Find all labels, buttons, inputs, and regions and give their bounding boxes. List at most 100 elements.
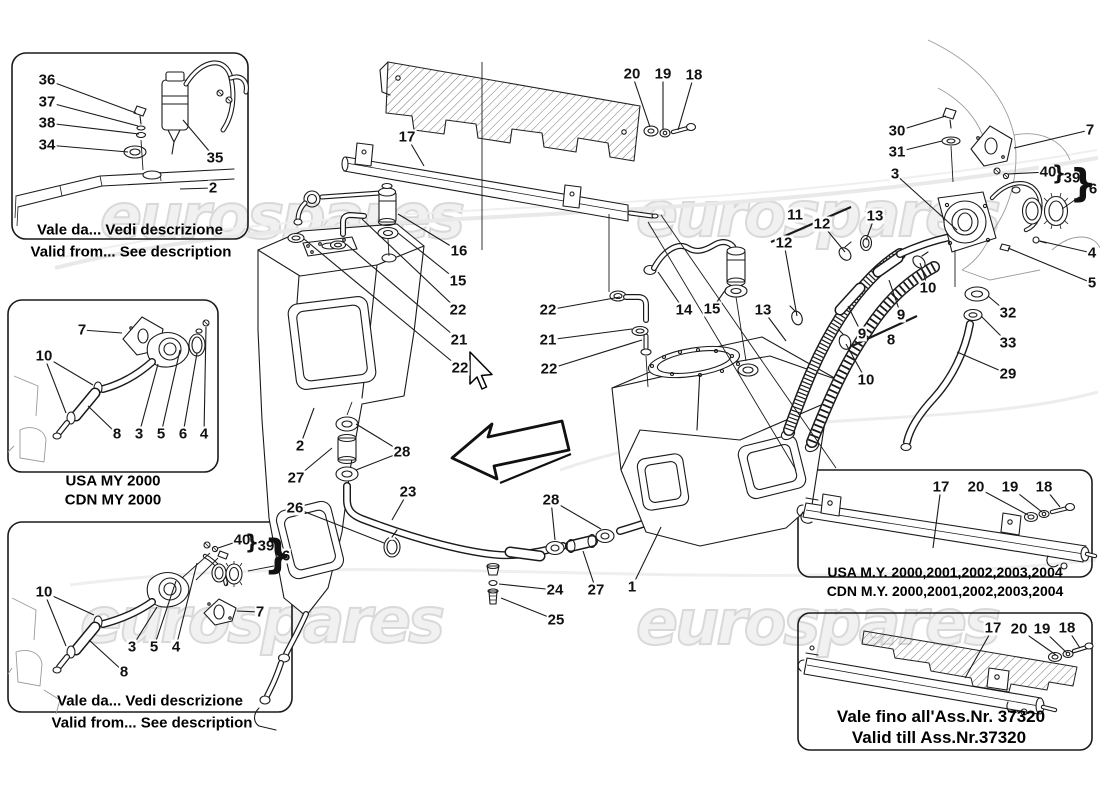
leader-line	[195, 557, 219, 581]
leader-line	[677, 74, 695, 131]
expansion-tank-drawing	[14, 60, 249, 227]
callout-31: 31	[887, 143, 907, 161]
leader-line	[1007, 247, 1093, 284]
callout-3: 3	[889, 165, 901, 183]
vent-tube-and-valve-drawing	[643, 239, 748, 298]
mouse-cursor	[469, 351, 493, 390]
leader-line	[548, 339, 643, 370]
callout-6: 6	[1087, 180, 1099, 198]
callout-40: 40	[232, 531, 252, 549]
callout-15: 15	[702, 300, 722, 318]
filler-neck-body-drawing	[900, 39, 1100, 452]
callout-6: 6	[280, 547, 292, 565]
leader-line	[46, 144, 129, 153]
heat-shield-drawing	[379, 61, 641, 162]
callout-28: 28	[392, 443, 412, 461]
tank-mount-bushings-drawing	[335, 416, 669, 605]
mounting-bar-usa-drawing	[796, 493, 1098, 570]
leader-line	[397, 213, 460, 252]
leader-line	[1013, 129, 1091, 149]
callout-27: 27	[286, 469, 306, 487]
callout-12: 12	[774, 234, 794, 252]
callout-27: 27	[586, 581, 606, 599]
leader-line	[46, 79, 137, 114]
callout-18: 18	[1057, 619, 1077, 637]
caption-bottom-left-line1: Vale da... Vedi descrizione	[57, 692, 243, 710]
box-right-mid	[797, 469, 1093, 578]
leader-line	[153, 580, 177, 648]
callout-18: 18	[684, 66, 704, 84]
callout-9: 9	[895, 306, 907, 324]
callout-39: 39	[256, 537, 276, 555]
leader-line	[46, 101, 139, 127]
callout-35: 35	[205, 149, 225, 167]
group-brace: }	[1051, 161, 1067, 185]
leader-line	[43, 591, 67, 647]
callout-17: 17	[983, 619, 1003, 637]
leader-line	[175, 562, 198, 648]
callout-5: 5	[155, 425, 167, 443]
callout-22: 22	[539, 360, 559, 378]
leader-line	[964, 627, 994, 679]
callout-29: 29	[998, 365, 1018, 383]
callout-6: 6	[177, 425, 189, 443]
caption-mid-left-line1: USA MY 2000	[65, 472, 161, 490]
caption-top-left-line2: Valid from... See description	[30, 243, 232, 261]
callout-25: 25	[546, 611, 566, 629]
group-brace: }	[244, 530, 260, 554]
callout-36: 36	[37, 71, 57, 89]
callout-39: 39	[1062, 169, 1082, 187]
leader-line	[203, 326, 207, 435]
callout-19: 19	[653, 65, 673, 83]
leader-line	[303, 238, 461, 369]
callout-14: 14	[674, 301, 694, 319]
leader-line	[950, 145, 954, 183]
box-right-bottom	[797, 612, 1093, 751]
leader-line	[160, 349, 181, 435]
leader-line	[46, 122, 140, 135]
callout-7: 7	[76, 321, 88, 339]
leader-line	[647, 221, 797, 471]
leader-line	[43, 355, 67, 414]
callout-10: 10	[34, 583, 54, 601]
callout-28: 28	[541, 491, 561, 509]
leader-line	[894, 173, 958, 231]
callout-12: 12	[812, 215, 832, 233]
callout-21: 21	[538, 331, 558, 349]
leader-line	[783, 242, 798, 317]
leader-line	[645, 355, 649, 388]
callout-37: 37	[37, 93, 57, 111]
leader-line	[387, 238, 390, 257]
leader-line	[361, 218, 459, 311]
callout-7: 7	[1084, 121, 1096, 139]
callout-20: 20	[966, 478, 986, 496]
caption-right-mid-line2: CDN M.Y. 2000,2001,2002,2003,2004	[826, 583, 1064, 599]
callout-10: 10	[34, 347, 54, 365]
callout-3: 3	[126, 638, 138, 656]
leader-line	[88, 639, 125, 673]
callout-22: 22	[538, 301, 558, 319]
callout-19: 19	[1032, 620, 1052, 638]
callout-16: 16	[449, 242, 469, 260]
callout-23: 23	[398, 483, 418, 501]
caption-bottom-left-line2: Valid from... See description	[51, 714, 253, 732]
callout-9: 9	[856, 325, 868, 343]
leader-line	[631, 73, 651, 128]
callout-26: 26	[285, 499, 305, 517]
leader-line	[547, 328, 633, 341]
callout-13: 13	[753, 301, 773, 319]
callout-4: 4	[170, 638, 182, 656]
leader-line	[346, 401, 353, 416]
caption-mid-left-line2: CDN MY 2000	[64, 491, 162, 509]
callout-40: 40	[1038, 163, 1058, 181]
callout-8: 8	[885, 331, 897, 349]
leader-line	[138, 363, 159, 435]
filler-neck-late-drawing	[7, 541, 243, 715]
leader-line	[631, 526, 662, 588]
callout-10: 10	[856, 371, 876, 389]
callout-5: 5	[1086, 274, 1098, 292]
watermark-text: eurospares	[79, 583, 446, 658]
callout-32: 32	[998, 304, 1018, 322]
